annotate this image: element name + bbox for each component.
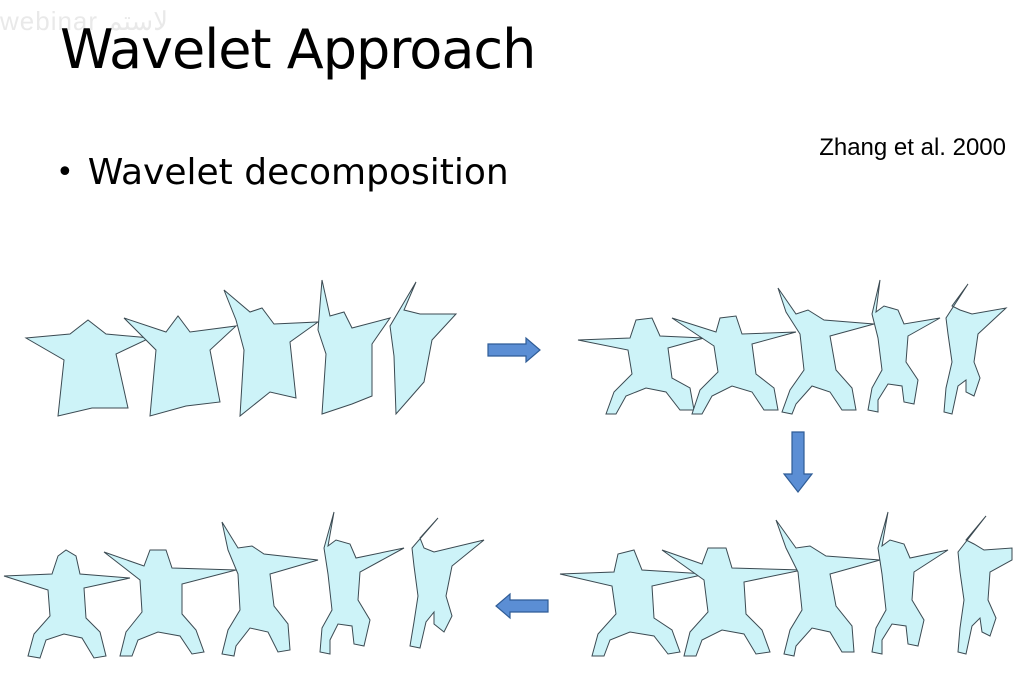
dancer-silhouette-8 [775, 519, 881, 657]
dancer-silhouette-5 [943, 283, 1008, 415]
bullet-text: Wavelet decomposition [87, 152, 509, 193]
blob-silhouette-5 [389, 281, 458, 416]
bottom-left-silhouette-row [3, 511, 485, 659]
dancer-silhouette-9 [871, 511, 949, 655]
dancer-silhouette-2 [671, 315, 797, 415]
bullet-item: • Wavelet decomposition [56, 152, 509, 193]
slide-title: Wavelet Approach [60, 18, 536, 81]
bullet-dot-icon: • [56, 155, 74, 190]
top-right-silhouette-row [577, 279, 1008, 415]
blob-silhouette-2 [123, 315, 238, 417]
top-left-silhouette-row [24, 279, 458, 418]
dancer-silhouette-6 [559, 549, 707, 657]
blob-silhouette-1 [24, 319, 152, 417]
arrow-left-icon [495, 592, 549, 620]
dancer-silhouette-12 [103, 549, 237, 657]
citation: Zhang et al. 2000 [819, 134, 1006, 161]
dancer-silhouette-4 [867, 279, 941, 413]
dancer-silhouette-11 [3, 549, 131, 659]
dancer-silhouette-7 [661, 547, 803, 657]
dancer-silhouette-14 [319, 511, 405, 655]
blob-silhouette-4 [317, 279, 392, 415]
dancer-silhouette-3 [777, 287, 875, 415]
blob-silhouette-3 [223, 289, 320, 418]
dancer-silhouette-15 [409, 517, 485, 649]
arrow-right-icon [487, 336, 541, 364]
dancer-silhouette-10 [957, 515, 1013, 655]
bottom-right-silhouette-row [559, 511, 1013, 657]
dancer-silhouette-13 [221, 521, 319, 657]
watermark-logo: webinar لاستم [0, 6, 169, 36]
dancer-silhouette-1 [577, 317, 705, 415]
arrow-down-icon [782, 431, 814, 493]
